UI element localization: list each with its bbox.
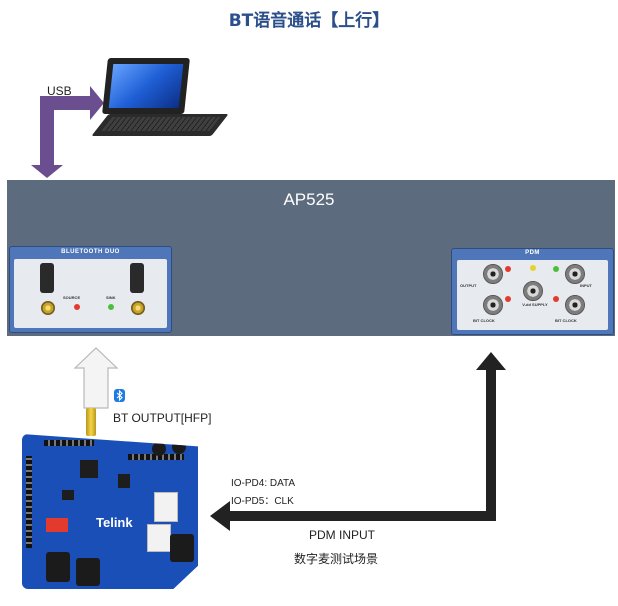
small-chip xyxy=(62,490,74,500)
bt-signal-arrow xyxy=(73,347,119,409)
white-connector xyxy=(154,492,178,522)
bluetooth-duo-module: BLUETOOTH DUO SOURCE SINK xyxy=(9,246,172,333)
main-chip xyxy=(80,460,98,478)
pdm-module: PDM OUTPUT INPUT V-dd SUPPLY BIT CLOCK B… xyxy=(451,248,614,335)
input-label: INPUT xyxy=(580,283,592,288)
bt-output-label: BT OUTPUT[HFP] xyxy=(113,411,212,425)
input-led xyxy=(553,266,559,272)
telink-board: Telink xyxy=(22,434,198,589)
usb-arrow xyxy=(31,86,104,178)
pdm-input-label: PDM INPUT xyxy=(309,528,375,542)
sink-led xyxy=(108,304,114,310)
supply-led xyxy=(530,265,536,271)
antenna-slot-left xyxy=(40,263,54,293)
bit-clock-left-led xyxy=(505,296,511,302)
source-led xyxy=(74,304,80,310)
pin-header-left xyxy=(26,456,32,548)
bt-module-title: BLUETOOTH DUO xyxy=(61,249,120,255)
ap525-label: AP525 xyxy=(283,190,335,209)
audio-jack-right xyxy=(170,534,194,562)
dip-switch xyxy=(46,518,68,532)
pin-header-top-right xyxy=(128,454,184,460)
antenna-slot-right xyxy=(130,263,144,293)
audio-jack-middle xyxy=(76,558,100,586)
regulator-chip xyxy=(118,474,130,488)
output-led xyxy=(505,266,511,272)
audio-jack-left xyxy=(46,552,70,582)
bnc-bit-clock-right xyxy=(565,295,585,315)
scene-label: 数字麦测试场景 xyxy=(294,552,379,566)
laptop-keyboard xyxy=(91,114,229,136)
sink-label: SINK xyxy=(106,295,116,300)
bluetooth-icon xyxy=(114,389,125,402)
bit-clock-left-label: BIT CLOCK xyxy=(473,318,495,323)
io-pd5-label: IO-PD5：CLK xyxy=(231,496,294,507)
sma-connector-right xyxy=(131,301,145,315)
io-pd4-label: IO-PD4: DATA xyxy=(231,478,296,489)
bit-clock-right-label: BIT CLOCK xyxy=(555,318,577,323)
white-connector-2 xyxy=(147,524,171,552)
pdm-module-title: PDM xyxy=(525,250,540,256)
button-top xyxy=(152,442,166,456)
source-label: SOURCE xyxy=(63,295,81,300)
telink-brand: Telink xyxy=(96,515,133,530)
sma-connector-left xyxy=(41,301,55,315)
usb-label: USB xyxy=(47,84,72,98)
bnc-supply xyxy=(523,281,543,301)
pdm-input-arrow xyxy=(210,352,506,531)
supply-label: V-dd SUPPLY xyxy=(522,302,548,307)
diagram-title: BT语音通话【上行】 xyxy=(228,11,390,31)
output-label: OUTPUT xyxy=(460,283,477,288)
pin-header-top xyxy=(44,440,94,446)
board-antenna xyxy=(86,408,96,436)
bnc-bit-clock-left xyxy=(483,295,503,315)
bnc-input xyxy=(565,264,585,284)
bnc-output xyxy=(483,264,503,284)
bit-clock-right-led xyxy=(553,296,559,302)
laptop-screen xyxy=(102,58,190,114)
